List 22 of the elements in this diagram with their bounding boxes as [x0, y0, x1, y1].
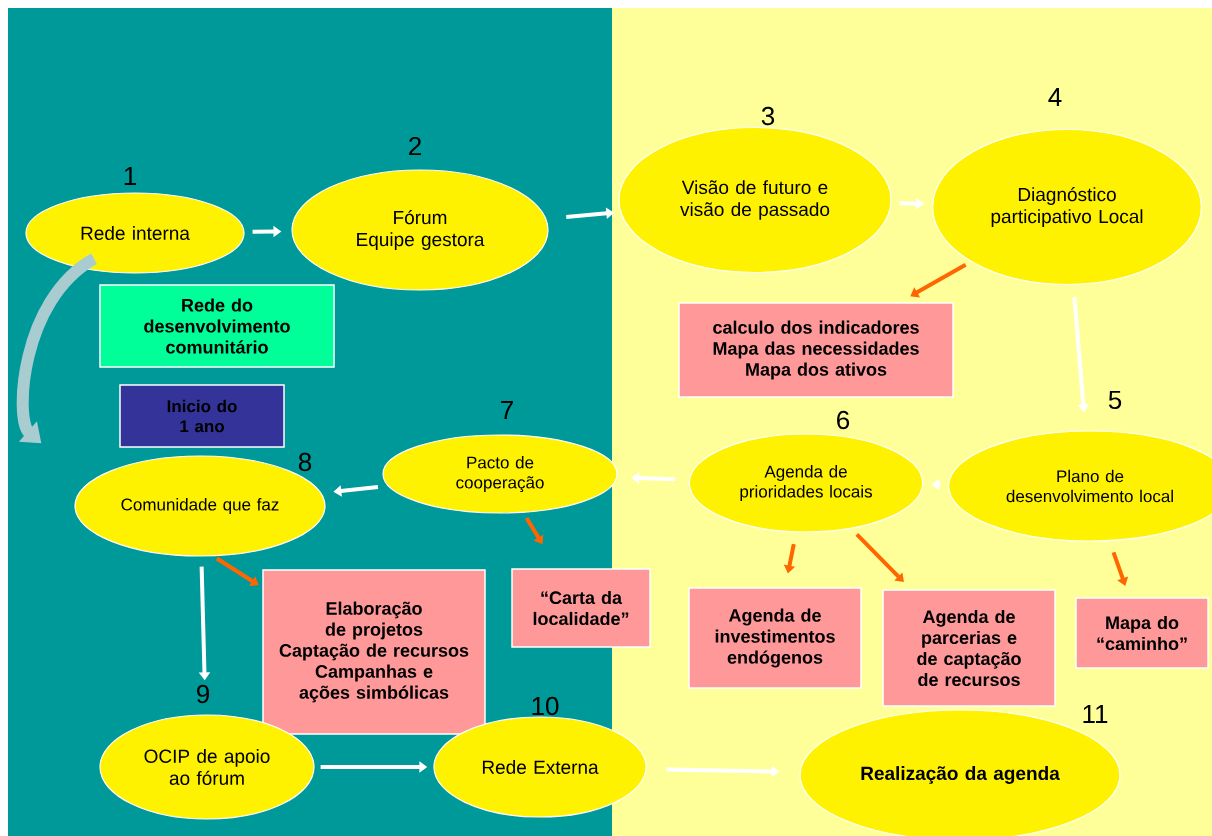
text-box: Mapa do “caminho” [1075, 597, 1209, 669]
text-box: Agenda de investimentos endógenos [688, 587, 862, 689]
step-number: 8 [298, 452, 312, 472]
step-number: 5 [1108, 390, 1122, 410]
text-box: Rede do desenvolvimento comunitário [99, 284, 335, 368]
arrow [16, 253, 98, 444]
step-number: 9 [197, 684, 209, 704]
arrow [910, 263, 967, 298]
arrow [215, 556, 259, 586]
text-box: Agenda de parcerias e de captação de recursos [882, 589, 1056, 707]
text-box: Inicio do 1 ano [119, 384, 285, 448]
step-number: 10 [532, 696, 559, 716]
text-box: Elaboração de projetos Captação de recursos Campanhas e ações simbólicas [262, 569, 486, 735]
step-number: 1 [124, 167, 136, 185]
text-box: “Carta da localidade” [511, 568, 651, 648]
text-box: calculo dos indicadores Mapa das necessidades Mapa dos ativos [678, 302, 954, 398]
step-number: 3 [761, 106, 775, 126]
step-number: 7 [501, 401, 513, 419]
step-number: 4 [1048, 88, 1062, 106]
step-number: 2 [409, 136, 421, 156]
step-number: 6 [837, 410, 850, 430]
arrow [1111, 551, 1129, 586]
